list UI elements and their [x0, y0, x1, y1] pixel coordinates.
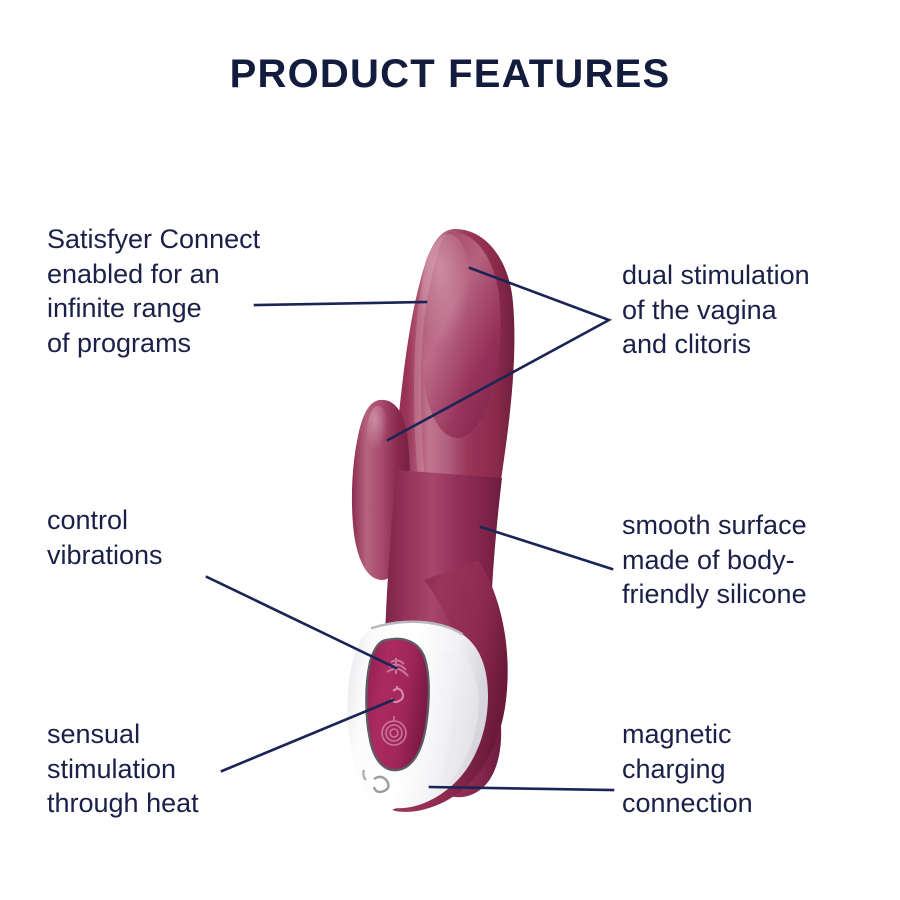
callout-sensual-stimulation-through-heat: sensual stimulation through heat: [47, 719, 199, 819]
callout-dual-stimulation: dual stimulation of the vagina and clito…: [622, 260, 810, 360]
callout-magnetic-charging-connection: magnetic charging connection: [622, 719, 753, 819]
callout-control-vibrations: control vibrations: [47, 505, 163, 570]
product-part-control-panel: [365, 637, 430, 772]
callout-satisfyer-connect: Satisfyer Connect enabled for an infinit…: [47, 224, 261, 358]
page-title: PRODUCT FEATURES: [229, 52, 671, 96]
callout-smooth-surface: smooth surface made of body- friendly si…: [622, 510, 807, 610]
